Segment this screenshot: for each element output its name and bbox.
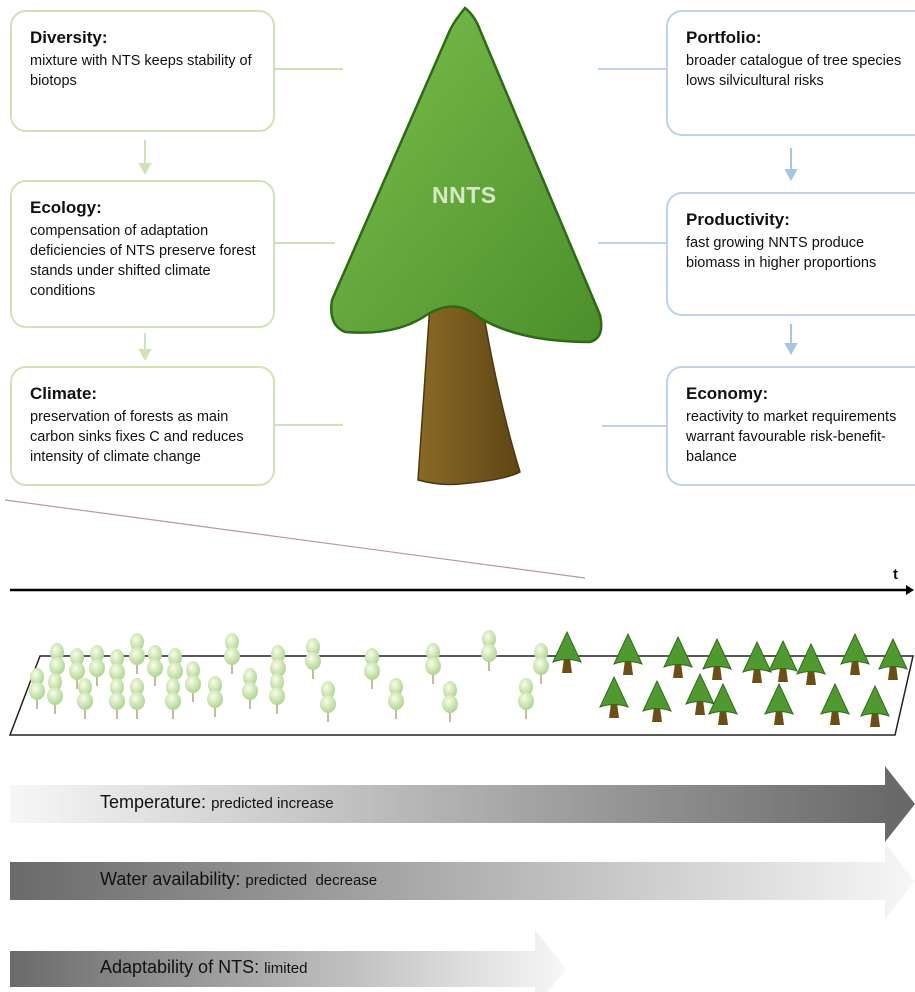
pale-tree-icon bbox=[518, 678, 534, 719]
pale-tree-icon bbox=[129, 633, 145, 674]
productivity-desc: fast growing NNTS produce biomass in hig… bbox=[686, 235, 877, 271]
conifer-tree-icon bbox=[599, 675, 629, 718]
conifer-tree-icon bbox=[702, 637, 732, 680]
adaptability-title: Adaptability of NTS: bbox=[100, 957, 260, 977]
pale-tree-icon bbox=[442, 681, 458, 722]
pale-tree-icon bbox=[69, 648, 85, 689]
pale-tree-icon bbox=[77, 678, 93, 719]
conifer-tree-icon bbox=[768, 639, 798, 682]
pale-tree-icon bbox=[425, 643, 441, 684]
economy-box: Economy: reactivity to market requiremen… bbox=[666, 366, 915, 486]
conifer-tree-icon bbox=[820, 682, 850, 725]
conifer-tree-icon bbox=[742, 640, 772, 683]
perspective-line bbox=[4, 499, 586, 579]
adaptability-label: Adaptability of NTS: limited bbox=[100, 957, 307, 978]
pale-tree-icon bbox=[320, 681, 336, 722]
pale-tree-icon bbox=[165, 678, 181, 719]
pale-tree-icon bbox=[89, 645, 105, 686]
conifer-tree-icon bbox=[708, 682, 738, 725]
pale-tree-icon bbox=[185, 661, 201, 702]
adaptability-arrow bbox=[10, 930, 566, 992]
portfolio-desc: broader catalogue of tree species lows s… bbox=[686, 53, 902, 89]
conifer-tree-icon bbox=[613, 632, 643, 675]
time-axis-label: t bbox=[893, 566, 898, 583]
diversity-desc: mixture with NTS keeps stability of biot… bbox=[30, 53, 252, 89]
pale-tree-icon bbox=[269, 673, 285, 714]
climate-title: Climate: bbox=[30, 384, 98, 403]
portfolio-title: Portfolio: bbox=[686, 28, 762, 47]
water-arrow bbox=[10, 843, 915, 919]
right-connectors bbox=[598, 68, 666, 427]
right-flow-arrows bbox=[784, 148, 798, 356]
left-connectors bbox=[275, 68, 343, 426]
trend-arrows bbox=[10, 766, 915, 992]
conifer-tree-icon bbox=[860, 684, 890, 727]
temperature-value: predicted increase bbox=[211, 795, 334, 812]
water-value: predicted decrease bbox=[245, 872, 378, 889]
temperature-arrow bbox=[10, 766, 915, 842]
pale-tree-icon bbox=[388, 678, 404, 719]
nnts-tree-icon bbox=[330, 6, 603, 486]
pale-tree-icon bbox=[364, 648, 380, 689]
pale-tree-icon bbox=[305, 638, 321, 679]
conifer-tree-icon bbox=[685, 672, 715, 715]
conifer-tree-icon bbox=[796, 642, 826, 685]
productivity-title: Productivity: bbox=[686, 210, 790, 229]
pale-tree-icon bbox=[481, 630, 497, 671]
water-title: Water availability: bbox=[100, 869, 241, 889]
ecology-desc: compensation of adaptation deficiencies … bbox=[30, 223, 256, 299]
pale-tree-icon bbox=[47, 673, 63, 714]
pale-tree-icon bbox=[49, 643, 65, 684]
water-label: Water availability: predicted decrease bbox=[100, 869, 377, 890]
pale-tree-icon bbox=[129, 678, 145, 719]
small-trees bbox=[29, 630, 908, 727]
pale-tree-icon bbox=[147, 645, 163, 686]
pale-tree-icon bbox=[167, 648, 183, 689]
climate-box: Climate: preservation of forests as main… bbox=[10, 366, 275, 486]
productivity-box: Productivity: fast growing NNTS produce … bbox=[666, 192, 915, 316]
conifer-tree-icon bbox=[642, 679, 672, 722]
pale-tree-icon bbox=[224, 633, 240, 674]
pale-tree-icon bbox=[109, 678, 125, 719]
pale-tree-icon bbox=[242, 668, 258, 709]
time-axis bbox=[10, 585, 914, 595]
adaptability-value: limited bbox=[264, 960, 308, 977]
portfolio-box: Portfolio: broader catalogue of tree spe… bbox=[666, 10, 915, 136]
nnts-label: NNTS bbox=[432, 182, 497, 208]
pale-tree-icon bbox=[270, 645, 286, 686]
left-flow-arrows bbox=[138, 140, 152, 362]
diversity-box: Diversity: mixture with NTS keeps stabil… bbox=[10, 10, 275, 132]
conifer-tree-icon bbox=[840, 632, 870, 675]
ecology-title: Ecology: bbox=[30, 198, 102, 217]
economy-desc: reactivity to market requirements warran… bbox=[686, 409, 897, 465]
conifer-tree-icon bbox=[878, 637, 908, 680]
temperature-label: Temperature: predicted increase bbox=[100, 792, 334, 813]
pale-tree-icon bbox=[533, 643, 549, 684]
conifer-tree-icon bbox=[764, 682, 794, 725]
conifer-tree-icon bbox=[663, 635, 693, 678]
diversity-title: Diversity: bbox=[30, 28, 108, 47]
conifer-tree-icon bbox=[552, 630, 582, 673]
pale-tree-icon bbox=[29, 668, 45, 709]
ecology-box: Ecology: compensation of adaptation defi… bbox=[10, 180, 275, 328]
pale-tree-icon bbox=[207, 676, 223, 717]
climate-desc: preservation of forests as main carbon s… bbox=[30, 409, 244, 465]
temperature-title: Temperature: bbox=[100, 792, 207, 812]
economy-title: Economy: bbox=[686, 384, 769, 403]
